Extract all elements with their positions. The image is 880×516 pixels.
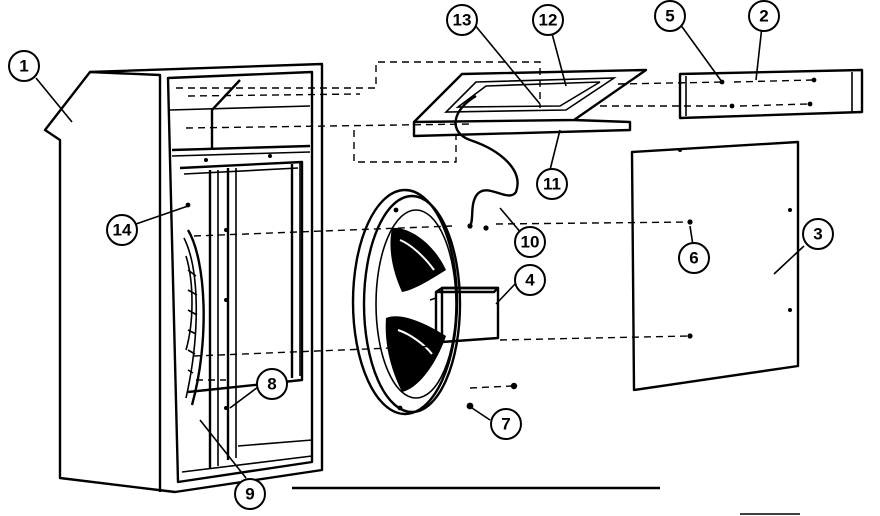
callout-5-label: 5 [665,7,674,26]
callout-1-label: 1 [19,57,28,76]
callout-12-label: 12 [539,11,558,30]
leader-lines [35,23,805,479]
callout-6: 6 [678,242,710,274]
callout-13-label: 13 [453,11,472,30]
callout-7-label: 7 [501,415,510,434]
cabinet [43,62,324,494]
speaker [351,188,518,416]
callout-2: 2 [748,0,780,32]
callout-10: 10 [514,226,546,258]
callout-12: 12 [532,4,564,36]
callout-4: 4 [514,264,546,296]
callout-4-label: 4 [525,271,535,290]
top-strip [678,68,864,120]
callout-2-label: 2 [759,7,768,26]
callout-14-label: 14 [113,221,132,240]
callout-1: 1 [8,50,40,82]
callout-3-label: 3 [813,225,822,244]
callout-7: 7 [490,408,522,440]
callout-11-label: 11 [543,175,561,194]
callout-13: 13 [446,4,478,36]
callout-14: 14 [106,214,138,246]
callout-5: 5 [654,0,686,32]
back-panel [630,140,800,392]
callout-11: 11 [536,168,568,200]
callout-10-label: 10 [521,233,540,252]
callout-9: 9 [234,478,266,510]
assembly-lines [176,61,813,389]
callout-9-label: 9 [245,485,254,504]
control-panel-shelf [412,68,648,231]
callout-8-label: 8 [267,375,276,394]
callout-3: 3 [802,218,834,250]
callout-8: 8 [256,368,288,400]
callout-6-label: 6 [689,249,698,268]
